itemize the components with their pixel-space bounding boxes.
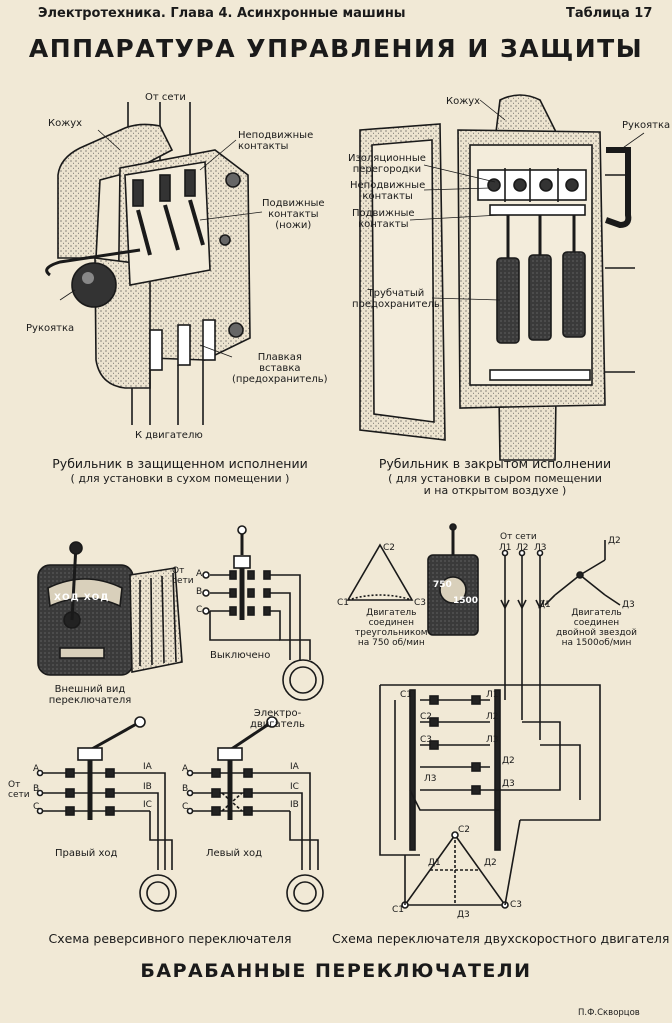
off-state-schematic <box>202 525 324 701</box>
label-line-1: Л1 <box>499 543 512 553</box>
label-sw-l3b: Л3 <box>424 774 437 784</box>
label-casing: Кожух <box>48 118 83 129</box>
label-rev-right-out-3: IB <box>290 800 299 810</box>
label-star-d3: Д3 <box>622 600 635 610</box>
label-off-phase-c: C <box>196 605 203 615</box>
label-motor-d3: Д3 <box>457 910 470 920</box>
label-delta-note: Двигатель соединен треугольником на 750 … <box>355 608 428 648</box>
label-moving-contacts: Подвижные контакты (ножи) <box>262 198 325 231</box>
label-delta-c3: C3 <box>414 598 427 608</box>
label-rev-right-phase-a: A <box>182 764 189 774</box>
two-speed-schematic <box>346 523 621 909</box>
label-sw-c2: C2 <box>420 712 433 722</box>
header-subject: Электротехника. Глава 4. Асинхронные маш… <box>38 6 406 21</box>
label-rev-left-out-2: IB <box>143 782 152 792</box>
label-closed-moving-contacts: Подвижные контакты <box>352 208 415 230</box>
label-drum-exterior: Внешний вид переключателя <box>48 684 132 706</box>
label-rev-right-phase-b: B <box>182 784 189 794</box>
caption-protected-switch: Рубильник в защищенном исполнении <box>52 456 308 471</box>
reversing-schematics <box>36 716 324 912</box>
caption-protected-switch-note: ( для установки в сухом помещении ) <box>70 472 290 485</box>
label-forward: Правый ход <box>55 848 118 859</box>
label-line-3: Л3 <box>534 543 547 553</box>
label-sw-l3: Л3 <box>486 735 499 745</box>
label-motor-c1: C1 <box>392 905 405 915</box>
label-off-state: Выключено <box>210 650 271 661</box>
label-motor-c3: C3 <box>510 900 523 910</box>
label-handle: Рукоятка <box>26 323 75 334</box>
label-motor-d2: Д2 <box>484 858 497 868</box>
label-off-from-grid: От сети <box>172 566 194 586</box>
label-sw-c1: C1 <box>400 690 413 700</box>
plate-750: 750 <box>433 580 452 590</box>
label-reverse: Левый ход <box>206 848 263 859</box>
label-rev-left-out-3: IC <box>143 800 152 810</box>
bottom-title: БАРАБАННЫЕ ПЕРЕКЛЮЧАТЕЛИ <box>140 960 532 982</box>
label-sw-d2: Д2 <box>502 756 515 766</box>
label-from-grid: От сети <box>145 92 186 103</box>
label-delta-c1: C1 <box>337 598 350 608</box>
label-closed-handle: Рукоятка <box>622 120 671 131</box>
label-sw-l2: Л2 <box>486 712 499 722</box>
plate-1500: 1500 <box>453 596 479 606</box>
drum-plate-text: ХОД ХОД <box>54 593 110 603</box>
label-to-motor: К двигателю <box>135 430 203 441</box>
label-two-speed-from-grid: От сети <box>500 532 537 542</box>
label-fixed-contacts: Неподвижные контакты <box>238 130 314 152</box>
closed-switch-drawing <box>359 94 645 461</box>
label-rev-right-out-2: IC <box>290 782 299 792</box>
caption-closed-switch: Рубильник в закрытом исполнении <box>378 456 612 471</box>
label-delta-c2: C2 <box>383 543 396 553</box>
label-rev-from-grid: От сети <box>8 780 30 800</box>
label-star-note: Двигатель соединен двойной звездой на 15… <box>556 608 637 648</box>
label-sw-c3: C3 <box>420 735 433 745</box>
label-rev-phase-a: A <box>33 764 40 774</box>
label-rev-right-phase-c: C <box>182 802 189 812</box>
label-off-phase-b: B <box>196 587 203 597</box>
label-sw-d3: Д3 <box>502 779 515 789</box>
label-insulating-partitions: Изоляционные перегородки <box>348 153 426 175</box>
label-rev-left-out-1: IА <box>143 762 152 772</box>
label-fuse-insert: Плавкая вставка (предохранитель) <box>232 352 328 385</box>
label-rev-phase-b: B <box>33 784 40 794</box>
label-sw-l1: Л1 <box>486 690 499 700</box>
label-off-phase-a: A <box>196 569 203 579</box>
protected-switch-drawing <box>45 102 263 425</box>
label-tube-fuse: Трубчатый предохранитель <box>352 288 440 310</box>
label-closed-fixed-contacts: Неподвижные контакты <box>350 180 426 202</box>
label-closed-casing: Кожух <box>446 96 481 107</box>
label-motor-d1: Д1 <box>428 858 441 868</box>
label-star-d2: Д2 <box>608 536 621 546</box>
header-table-number: Таблица 17 <box>566 6 653 21</box>
page-title: АППАРАТУРА УПРАВЛЕНИЯ И ЗАЩИТЫ <box>28 34 644 63</box>
drum-switch-exterior <box>37 541 183 676</box>
label-motor: Электро- двигатель <box>250 708 305 730</box>
caption-two-speed: Схема переключателя двухскоростного двиг… <box>332 931 670 946</box>
caption-reversing: Схема реверсивного переключателя <box>48 931 292 946</box>
label-line-2: Л2 <box>516 543 529 553</box>
label-star-d1: Д1 <box>538 600 551 610</box>
label-rev-phase-c: C <box>33 802 40 812</box>
label-rev-right-out-1: IА <box>290 762 299 772</box>
author-signature: П.Ф.Скворцов <box>578 1008 640 1018</box>
caption-closed-switch-note: ( для установки в сыром помещении и на о… <box>388 472 602 497</box>
label-motor-c2: C2 <box>458 825 471 835</box>
